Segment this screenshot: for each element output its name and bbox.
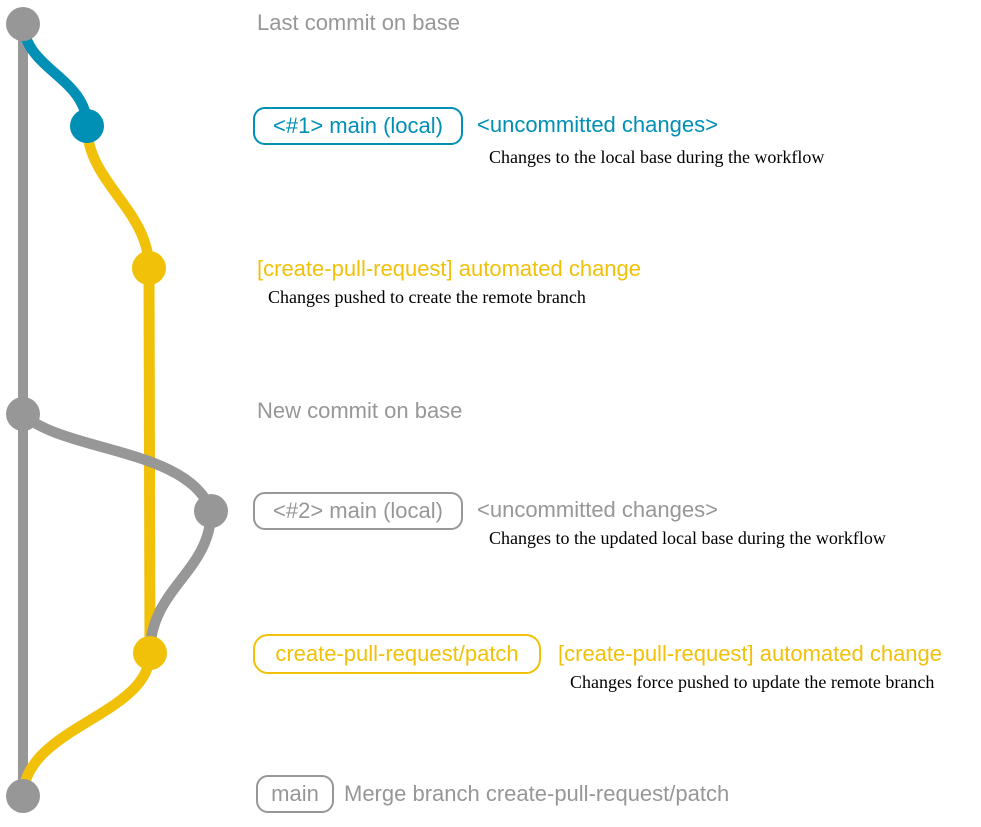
commit-label-automated-change-1: [create-pull-request] automated change <box>257 256 642 281</box>
commit-label-last-commit-on-base: Last commit on base <box>257 10 460 35</box>
branch-tag-main-local-1: <#1> main (local) <box>253 107 463 145</box>
commit-node-main-local-2 <box>194 494 228 528</box>
branch-line-merge <box>17 647 156 802</box>
commit-node-automated-change-1 <box>132 251 166 285</box>
branch-line-patch-upper <box>81 120 155 274</box>
branch-tag-create-pull-request-patch: create-pull-request/patch <box>253 634 541 674</box>
commit-label-automated-change-2: [create-pull-request] automated change <box>558 641 943 666</box>
commit-label-new-commit-on-base: New commit on base <box>257 398 463 423</box>
branch-line-rebase-into-patch <box>144 505 217 659</box>
branch-tag-main-local-2: <#2> main (local) <box>253 492 463 530</box>
commit-node-main-local-1 <box>70 109 104 143</box>
branch-tag-main-local-1-label: <#1> main (local) <box>273 113 443 138</box>
commit-label-merge-branch: Merge branch create-pull-request/patch <box>344 781 730 806</box>
branch-tag-create-pull-request-patch-label: create-pull-request/patch <box>275 641 519 666</box>
commit-label-uncommitted-changes-2: <uncommitted changes> <box>477 497 718 522</box>
commit-label-uncommitted-changes-1: <uncommitted changes> <box>477 112 718 137</box>
commit-node-last-commit-on-base <box>6 7 40 41</box>
commit-node-merge <box>6 779 40 813</box>
commit-node-new-commit-on-base <box>6 397 40 431</box>
description-automated-change-1: Changes pushed to create the remote bran… <box>268 287 586 307</box>
branch-tag-main-label: main <box>271 781 319 806</box>
branch-tag-main-local-2-label: <#2> main (local) <box>273 498 443 523</box>
commit-node-automated-change-2 <box>133 636 167 670</box>
description-automated-change-2: Changes force pushed to update the remot… <box>570 672 935 692</box>
description-uncommitted-changes-1: Changes to the local base during the wor… <box>489 147 825 167</box>
branch-line-main-local-2 <box>17 408 217 517</box>
branch-tag-main: main <box>256 775 334 813</box>
branch-line-main-local-1 <box>17 18 93 132</box>
description-uncommitted-changes-2: Changes to the updated local base during… <box>489 528 886 548</box>
commit-graph <box>6 7 228 813</box>
